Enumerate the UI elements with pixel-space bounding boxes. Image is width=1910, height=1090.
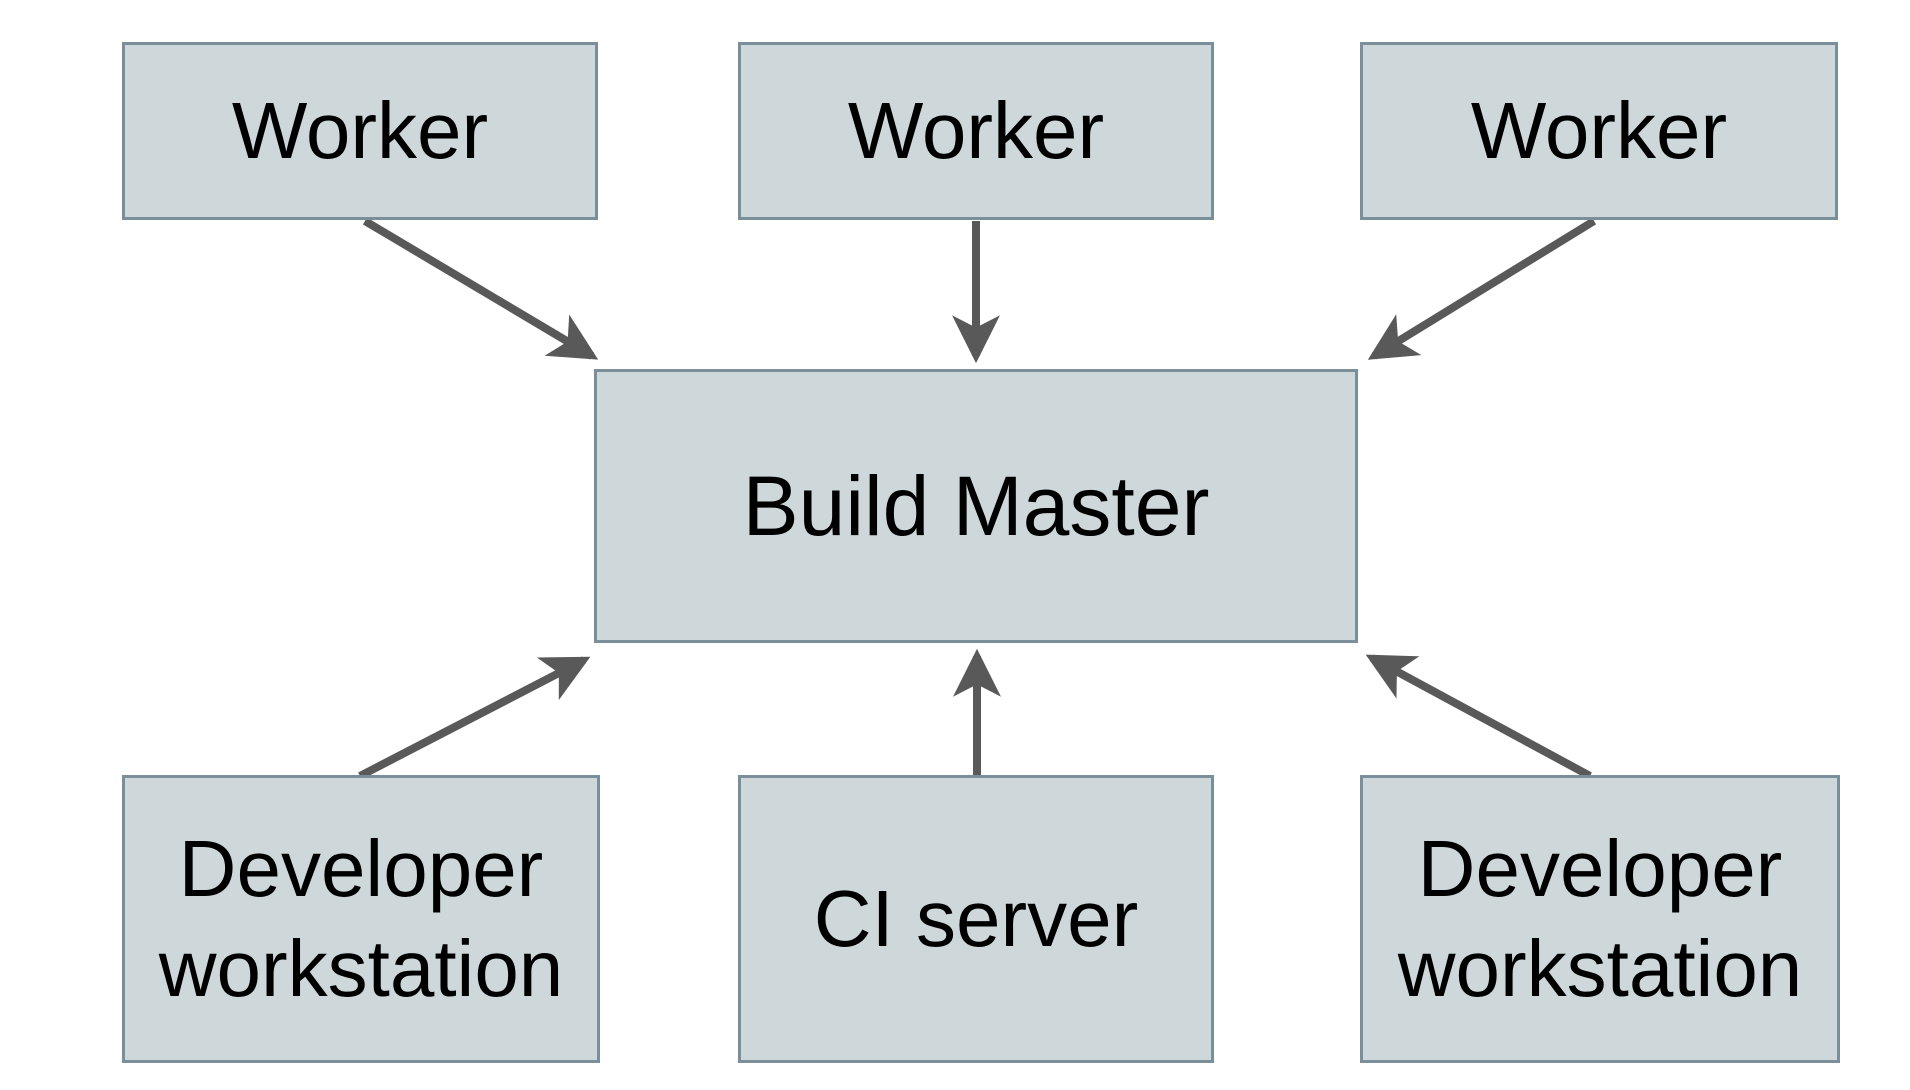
node-worker-1: Worker — [122, 42, 598, 220]
node-worker-2: Worker — [738, 42, 1214, 220]
node-build-master: Build Master — [594, 369, 1358, 643]
node-developer-workstation-right-label: Developer workstation — [1397, 824, 1803, 1013]
node-worker-1-label: Worker — [231, 86, 489, 175]
node-ci-server: CI server — [738, 775, 1214, 1063]
node-worker-3: Worker — [1360, 42, 1838, 220]
edge-worker3-to-buildmaster — [1367, 217, 1597, 360]
node-developer-workstation-left: Developer workstation — [122, 775, 600, 1063]
node-developer-workstation-left-label: Developer workstation — [158, 824, 564, 1013]
edge-devright-to-buildmaster — [1365, 654, 1592, 780]
edge-worker1-to-buildmaster — [362, 217, 599, 360]
node-worker-2-label: Worker — [847, 86, 1105, 175]
node-developer-workstation-right: Developer workstation — [1360, 775, 1840, 1063]
node-worker-3-label: Worker — [1470, 86, 1728, 175]
node-ci-server-label: CI server — [813, 874, 1139, 963]
edge-devleft-to-buildmaster — [358, 656, 591, 780]
node-build-master-label: Build Master — [742, 459, 1210, 553]
